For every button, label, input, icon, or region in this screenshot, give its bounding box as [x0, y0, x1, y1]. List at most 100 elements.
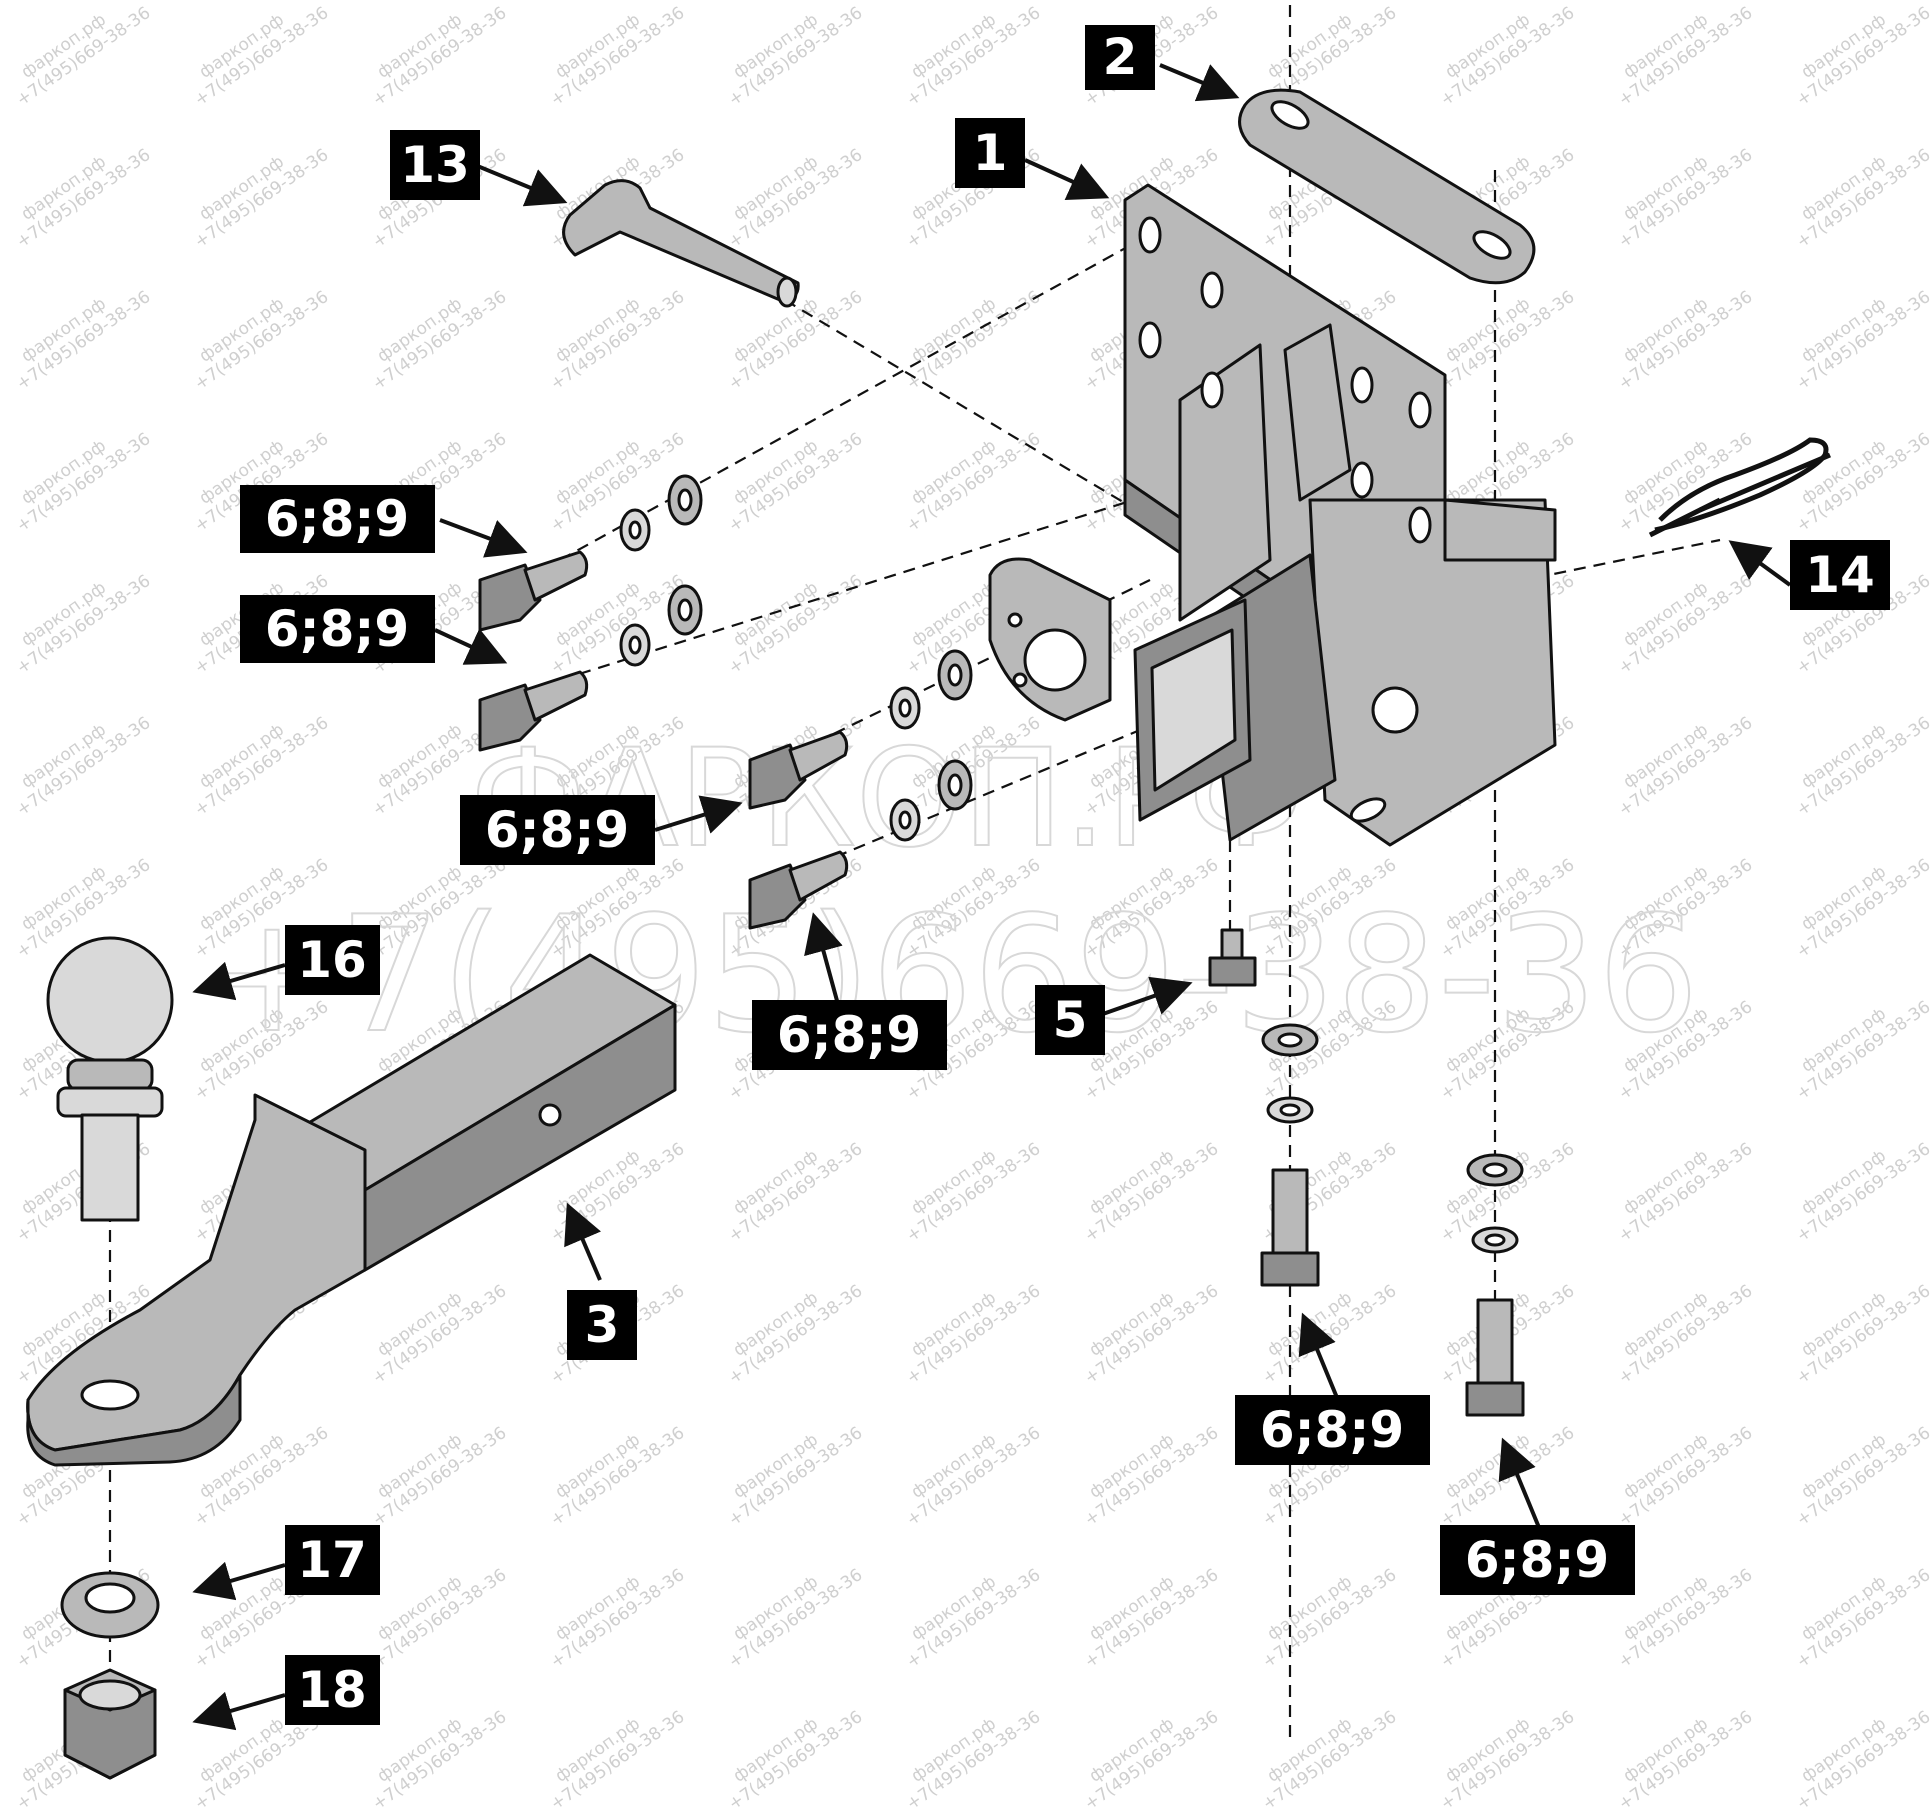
watermark-tile: фаркоп.рф+7(495)669-38-36 [13, 145, 155, 252]
watermark-phone: +7(495)669-38-36 [725, 1707, 867, 1808]
watermark-phone: +7(495)669-38-36 [369, 1707, 511, 1808]
watermark-tile: фаркоп.рф+7(495)669-38-36 [1793, 3, 1932, 110]
label-bolt-set-3-text: 6;8;9 [485, 801, 629, 859]
watermark-tile: фаркоп.рф+7(495)669-38-36 [1793, 713, 1932, 820]
label-part-3: 3 [567, 1290, 637, 1360]
label-part-1-text: 1 [973, 124, 1008, 182]
watermark-tile: фаркоп.рф+7(495)669-38-36 [369, 1565, 511, 1672]
nut-part [63, 1668, 157, 1780]
label-bolt-set-5: 6;8;9 [1235, 1395, 1430, 1465]
watermark-tile: фаркоп.рф+7(495)669-38-36 [903, 1565, 1045, 1672]
label-part-17-text: 17 [297, 1531, 367, 1589]
watermark-tile: фаркоп.рф+7(495)669-38-36 [191, 3, 333, 110]
watermark-tile: фаркоп.рф+7(495)669-38-36 [1793, 1139, 1932, 1246]
watermark-tile: фаркоп.рф+7(495)669-38-36 [1615, 3, 1757, 110]
label-part-13: 13 [390, 130, 480, 200]
watermark-tile: фаркоп.рф+7(495)669-38-36 [1615, 145, 1757, 252]
watermark-tile: фаркоп.рф+7(495)669-38-36 [903, 3, 1045, 110]
label-part-14-text: 14 [1805, 546, 1875, 604]
watermark-tile: фаркоп.рф+7(495)669-38-36 [13, 3, 155, 110]
watermark-tile: фаркоп.рф+7(495)669-38-36 [1615, 287, 1757, 394]
watermark-tile: фаркоп.рф+7(495)669-38-36 [1615, 1707, 1757, 1808]
vertical-bolt-group-right [1465, 1153, 1525, 1417]
watermark-tile: фаркоп.рф+7(495)669-38-36 [369, 1423, 511, 1530]
watermark-tile: фаркоп.рф+7(495)669-38-36 [1437, 1423, 1579, 1530]
watermark-tile: фаркоп.рф+7(495)669-38-36 [725, 145, 867, 252]
watermark-tile: фаркоп.рф+7(495)669-38-36 [725, 1707, 867, 1808]
pointer-arrows [192, 63, 1792, 1731]
label-part-2-text: 2 [1103, 28, 1138, 86]
watermark-tile: фаркоп.рф+7(495)669-38-36 [547, 3, 689, 110]
watermark-tile: фаркоп.рф+7(495)669-38-36 [1793, 145, 1932, 252]
watermark-tile: фаркоп.рф+7(495)669-38-36 [13, 571, 155, 678]
tow-ball-part [46, 936, 174, 1222]
watermark-phone: +7(495)669-38-36 [903, 1707, 1045, 1808]
watermark-tile: фаркоп.рф+7(495)669-38-36 [1437, 3, 1579, 110]
watermark-tile: фаркоп.рф+7(495)669-38-36 [1615, 1139, 1757, 1246]
ball-mount-part [26, 953, 677, 1467]
watermark-tile: фаркоп.рф+7(495)669-38-36 [1615, 713, 1757, 820]
watermark-tile: фаркоп.рф+7(495)669-38-36 [1081, 1139, 1223, 1246]
watermark-tile: фаркоп.рф+7(495)669-38-36 [1793, 1565, 1932, 1672]
watermark-phone: +7(495)669-38-36 [1081, 1707, 1223, 1808]
watermark-tile: фаркоп.рф+7(495)669-38-36 [903, 1139, 1045, 1246]
watermark-tile: фаркоп.рф+7(495)669-38-36 [547, 287, 689, 394]
watermark-tile: фаркоп.рф+7(495)669-38-36 [1793, 287, 1932, 394]
watermark-tile: фаркоп.рф+7(495)669-38-36 [903, 287, 1045, 394]
watermark-tile: фаркоп.рф+7(495)669-38-36 [1437, 1707, 1579, 1808]
label-part-18-text: 18 [297, 1661, 367, 1719]
watermark-tile: фаркоп.рф+7(495)669-38-36 [1615, 1423, 1757, 1530]
watermark-tile: фаркоп.рф+7(495)669-38-36 [1081, 1423, 1223, 1530]
watermark-phone: +7(495)669-38-36 [547, 1707, 689, 1808]
label-part-3-text: 3 [585, 1296, 620, 1354]
watermark-tile: фаркоп.рф+7(495)669-38-36 [725, 1565, 867, 1672]
watermark-tile: фаркоп.рф+7(495)669-38-36 [725, 429, 867, 536]
watermark-tile: фаркоп.рф+7(495)669-38-36 [903, 1281, 1045, 1388]
label-bolt-set-2-text: 6;8;9 [265, 600, 409, 658]
watermark-tile: фаркоп.рф+7(495)669-38-36 [191, 287, 333, 394]
small-bolt-part [1208, 928, 1257, 987]
label-part-5: 5 [1035, 985, 1105, 1055]
label-part-17: 17 [285, 1525, 380, 1595]
vertical-bolt-group-center [1260, 1023, 1320, 1287]
washer-part [60, 1571, 160, 1639]
watermark-tile: фаркоп.рф+7(495)669-38-36 [1437, 287, 1579, 394]
watermark-phone-big: +7(495)669-38-36 [205, 881, 1699, 1068]
watermark-tile: фаркоп.рф+7(495)669-38-36 [547, 1565, 689, 1672]
watermark-tile: фаркоп.рф+7(495)669-38-36 [1259, 1707, 1401, 1808]
watermark-tile: фаркоп.рф+7(495)669-38-36 [369, 287, 511, 394]
watermark-phone: +7(495)669-38-36 [1259, 1707, 1401, 1808]
label-part-16: 16 [285, 925, 380, 995]
watermark-tile: фаркоп.рф+7(495)669-38-36 [1259, 1565, 1401, 1672]
watermark-tile: фаркоп.рф+7(495)669-38-36 [1081, 1565, 1223, 1672]
watermark-tile: фаркоп.рф+7(495)669-38-36 [13, 287, 155, 394]
watermark-tile: фаркоп.рф+7(495)669-38-36 [547, 1707, 689, 1808]
label-part-18: 18 [285, 1655, 380, 1725]
watermark-tile: фаркоп.рф+7(495)669-38-36 [725, 1139, 867, 1246]
watermark-tile: фаркоп.рф+7(495)669-38-36 [903, 1423, 1045, 1530]
label-bolt-set-1: 6;8;9 [240, 485, 435, 553]
label-part-2: 2 [1085, 25, 1155, 90]
watermark-tile: фаркоп.рф+7(495)669-38-36 [369, 1281, 511, 1388]
watermark-tile: фаркоп.рф+7(495)669-38-36 [1793, 997, 1932, 1104]
watermark-tile: фаркоп.рф+7(495)669-38-36 [191, 145, 333, 252]
watermark-tile: фаркоп.рф+7(495)669-38-36 [1615, 1281, 1757, 1388]
watermark-tile: фаркоп.рф+7(495)669-38-36 [1793, 1281, 1932, 1388]
watermark-tile: фаркоп.рф+7(495)669-38-36 [903, 429, 1045, 536]
bolt-group-upper [478, 474, 703, 632]
label-bolt-set-6: 6;8;9 [1440, 1525, 1635, 1595]
watermark-tile: фаркоп.рф+7(495)669-38-36 [547, 429, 689, 536]
watermark-tile: фаркоп.рф+7(495)669-38-36 [1081, 1281, 1223, 1388]
callout-labels: 2 1 13 14 6;8;9 6;8;9 6;8;9 6;8;9 [240, 25, 1890, 1725]
watermark-tile: фаркоп.рф+7(495)669-38-36 [369, 1707, 511, 1808]
label-bolt-set-2: 6;8;9 [240, 595, 435, 663]
label-bolt-set-5-text: 6;8;9 [1260, 1401, 1404, 1459]
watermark-phone: +7(495)669-38-36 [1615, 1707, 1757, 1808]
label-part-16-text: 16 [297, 931, 367, 989]
watermark-tile: фаркоп.рф+7(495)669-38-36 [725, 1423, 867, 1530]
watermark-phone: +7(495)669-38-36 [1793, 1707, 1932, 1808]
label-part-5-text: 5 [1053, 991, 1088, 1049]
watermark-tile: фаркоп.рф+7(495)669-38-36 [547, 1423, 689, 1530]
watermark-tile: фаркоп.рф+7(495)669-38-36 [1081, 1707, 1223, 1808]
